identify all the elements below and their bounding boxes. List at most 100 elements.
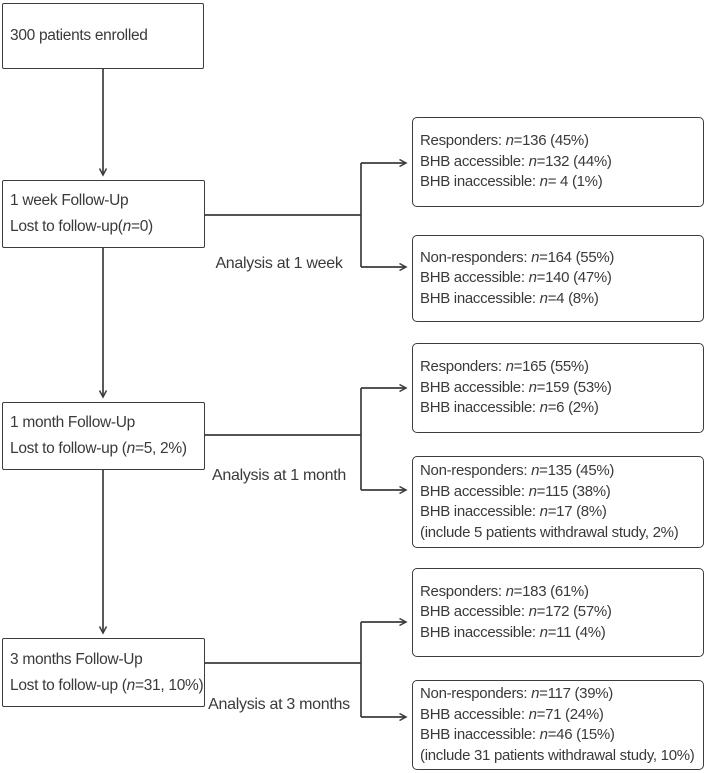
stat-value: =71 (24%) (536, 705, 604, 723)
stat-value: =136 (45%) (513, 132, 589, 150)
stat-value: =0) (130, 218, 153, 235)
enrolled-label: 300 patients enrolled (10, 27, 148, 44)
stat-label: BHB inaccessible: (420, 399, 540, 417)
n-symbol: n (528, 705, 537, 723)
stat-label: BHB accessible: (420, 603, 529, 621)
n-symbol: n (528, 482, 537, 500)
stat-value: =115 (38%) (536, 482, 611, 500)
lost-to-followup-line: Lost to follow-up(n=0) (10, 214, 201, 240)
stat-line: BHB accessible: n=71 (24%) (420, 705, 701, 726)
followup-box-1month: 1 month Follow-Up Lost to follow-up (n=5… (2, 402, 205, 470)
stat-line: BHB accessible: n=115 (38%) (420, 482, 701, 503)
stat-line: BHB accessible: n=159 (53%) (420, 378, 701, 399)
stat-label: BHB accessible: (420, 378, 529, 396)
responders-box-1week: Responders: n=136 (45%) BHB accessible: … (412, 117, 704, 207)
stat-line: BHB inaccessible: n=46 (15%) (420, 725, 701, 746)
stat-value: =11 (4%) (547, 623, 606, 641)
stat-value: =159 (53%) (536, 378, 612, 396)
stat-value: =165 (55%) (513, 358, 589, 376)
stat-value: =31, 10%) (134, 676, 204, 694)
n-symbol: n (122, 218, 132, 235)
stat-line: Non-responders: n=164 (55%) (420, 248, 701, 269)
stat-label: Responders: (420, 132, 506, 150)
stat-label: Lost to follow-up ( (10, 440, 127, 457)
stat-label: BHB inaccessible: (420, 503, 540, 520)
stat-line: Non-responders: n=117 (39%) (420, 684, 701, 705)
n-symbol: n (539, 173, 548, 191)
n-symbol: n (539, 726, 548, 743)
stat-line: Responders: n=165 (55%) (420, 357, 701, 378)
stat-line: BHB inaccessible: n=6 (2%) (420, 398, 701, 419)
nonresponders-box-3months: Non-responders: n=117 (39%) BHB accessib… (412, 680, 704, 770)
followup-title: 1 month Follow-Up (10, 414, 135, 431)
stat-label: BHB inaccessible: (420, 289, 540, 307)
stat-value: =140 (47%) (536, 269, 612, 287)
stat-line: BHB inaccessible: n= 4 (1%) (420, 172, 701, 193)
n-symbol: n (528, 269, 537, 287)
stat-label: BHB accessible: (420, 705, 529, 723)
n-symbol: n (528, 378, 537, 396)
analysis-label-3months: Analysis at 3 months (208, 696, 350, 713)
stat-line: (include 5 patients withdrawal study, 2%… (420, 523, 701, 544)
stat-value: =164 (55%) (539, 248, 615, 266)
stat-value: =17 (8%) (547, 503, 607, 520)
n-symbol: n (539, 623, 548, 641)
stat-value: =172 (57%) (536, 603, 612, 621)
nonresponders-box-1month: Non-responders: n=135 (45%) BHB accessib… (412, 456, 704, 548)
n-symbol: n (505, 358, 514, 376)
stat-line: BHB inaccessible: n=4 (8%) (420, 289, 701, 310)
n-symbol: n (126, 440, 136, 457)
stat-line: BHB accessible: n=172 (57%) (420, 602, 701, 623)
n-symbol: n (505, 132, 514, 150)
stat-line: BHB inaccessible: n=17 (8%) (420, 502, 701, 523)
n-symbol: n (539, 289, 548, 307)
stat-line: Responders: n=183 (61%) (420, 582, 701, 603)
stat-line: (include 31 patients withdrawal study, 1… (420, 746, 701, 767)
followup-box-1week: 1 week Follow-Up Lost to follow-up(n=0) (2, 180, 205, 248)
n-symbol: n (528, 152, 537, 170)
enrolled-box: 300 patients enrolled (2, 3, 204, 69)
followup-title: 3 months Follow-Up (10, 650, 143, 668)
n-symbol: n (528, 603, 537, 621)
stat-value: =183 (61%) (513, 582, 589, 600)
lost-to-followup-line: Lost to follow-up (n=31, 10%) (10, 673, 204, 699)
nonresponders-box-1week: Non-responders: n=164 (55%) BHB accessib… (412, 235, 704, 322)
stat-line: BHB accessible: n=132 (44%) (420, 152, 701, 173)
stat-label: BHB accessible: (420, 152, 529, 170)
stat-label: (include 31 patients withdrawal study, 1… (420, 746, 695, 764)
stat-label: Responders: (420, 358, 506, 376)
stat-value: =4 (8%) (547, 289, 599, 307)
analysis-label-1week: Analysis at 1 week (215, 255, 343, 272)
stat-value: =117 (39%) (539, 685, 613, 702)
responders-box-1month: Responders: n=165 (55%) BHB accessible: … (412, 343, 704, 433)
stat-label: BHB accessible: (420, 482, 529, 500)
stat-label: Lost to follow-up ( (10, 676, 127, 694)
stat-label: BHB inaccessible: (420, 623, 540, 641)
n-symbol: n (539, 503, 548, 520)
stat-value: =46 (15%) (547, 726, 615, 743)
stat-value: = 4 (1%) (547, 173, 603, 191)
stat-label: Lost to follow-up( (10, 218, 123, 235)
stat-label: Non-responders: (420, 248, 532, 266)
n-symbol: n (539, 399, 548, 417)
analysis-label-1month: Analysis at 1 month (212, 467, 346, 484)
stat-label: Responders: (420, 582, 506, 600)
stat-line: BHB inaccessible: n=11 (4%) (420, 623, 701, 644)
stat-label: Non-responders: (420, 462, 532, 479)
n-symbol: n (505, 582, 514, 600)
followup-box-3months: 3 months Follow-Up Lost to follow-up (n=… (2, 638, 205, 707)
stat-label: BHB inaccessible: (420, 726, 540, 743)
stat-value: =132 (44%) (536, 152, 612, 170)
stat-label: BHB inaccessible: (420, 173, 540, 191)
n-symbol: n (531, 462, 540, 479)
n-symbol: n (126, 676, 136, 694)
n-symbol: n (531, 248, 540, 266)
stat-value: =5, 2%) (134, 440, 187, 457)
stat-value: =6 (2%) (547, 399, 599, 417)
n-symbol: n (531, 685, 540, 702)
stat-line: Non-responders: n=135 (45%) (420, 461, 701, 482)
followup-title: 1 week Follow-Up (10, 192, 129, 209)
responders-box-3months: Responders: n=183 (61%) BHB accessible: … (412, 568, 704, 657)
stat-line: Responders: n=136 (45%) (420, 131, 701, 152)
